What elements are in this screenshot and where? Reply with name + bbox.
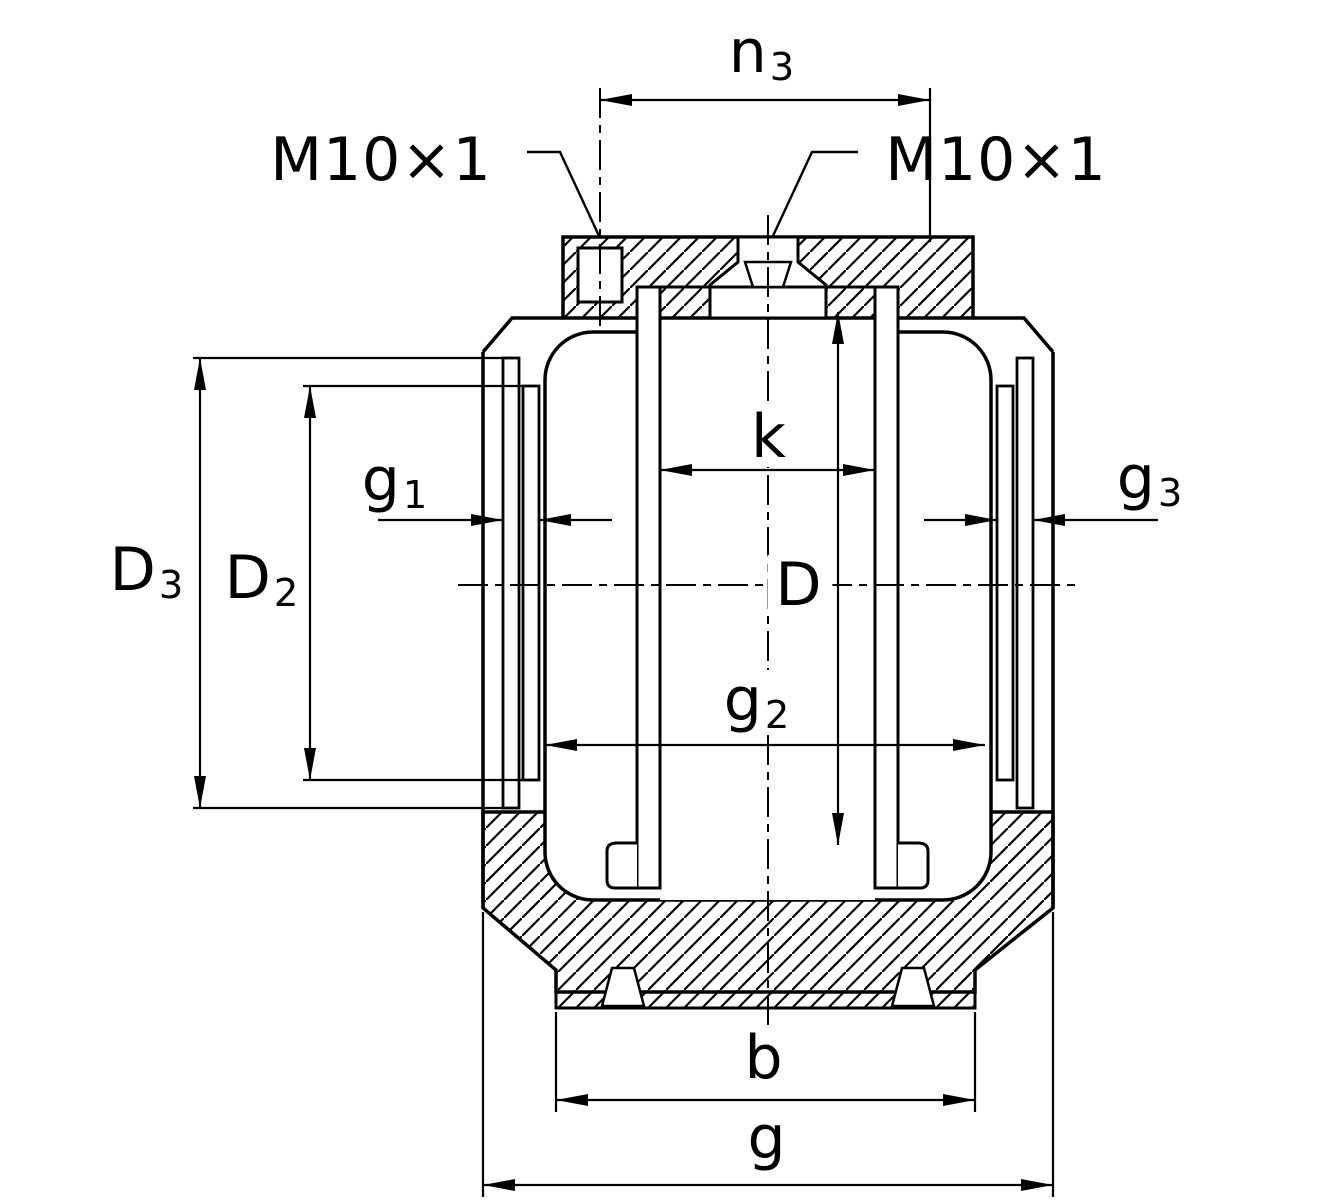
- dimension-D3: [193, 356, 502, 810]
- dimension-g3: [924, 514, 1158, 526]
- dimension-g1: [378, 514, 612, 526]
- dimension-n3: [600, 88, 932, 242]
- dimension-D2: [303, 384, 522, 782]
- dim-label-n3: n3: [728, 17, 796, 90]
- dim-label-D: D: [767, 555, 833, 615]
- seal-ring-left-inner: [521, 384, 541, 782]
- dim-label-b: b: [744, 1023, 784, 1093]
- dimension-b: [554, 1012, 977, 1112]
- leader-m10-right: [770, 150, 858, 239]
- dim-label-D2: D2: [224, 543, 300, 616]
- dimension-k: [660, 464, 875, 476]
- leader-m10-left: [527, 150, 602, 239]
- dim-label-m10-right: M10×1: [885, 125, 1107, 195]
- dim-label-m10-left: M10×1: [270, 125, 492, 195]
- sleeve-hook-left: [605, 841, 637, 890]
- seal-ring-left-outer: [501, 356, 521, 810]
- dim-label-g2: g2: [715, 670, 799, 734]
- dim-label-g3: g3: [1116, 443, 1184, 516]
- dim-label-k: k: [743, 407, 797, 467]
- dim-label-D3: D3: [109, 535, 185, 608]
- seal-rings: [501, 356, 1035, 810]
- sleeve-hook-right: [898, 841, 930, 890]
- dimension-g2: [545, 739, 985, 751]
- dim-label-g: g: [747, 1103, 787, 1173]
- dimension-D: [832, 312, 844, 845]
- dimension-g: [481, 912, 1055, 1197]
- seal-ring-right-inner: [995, 384, 1015, 782]
- base-notches: [600, 966, 936, 1008]
- dim-label-g1: g1: [361, 445, 429, 518]
- seal-ring-right-outer: [1015, 356, 1035, 810]
- centerlines: [458, 88, 1078, 1030]
